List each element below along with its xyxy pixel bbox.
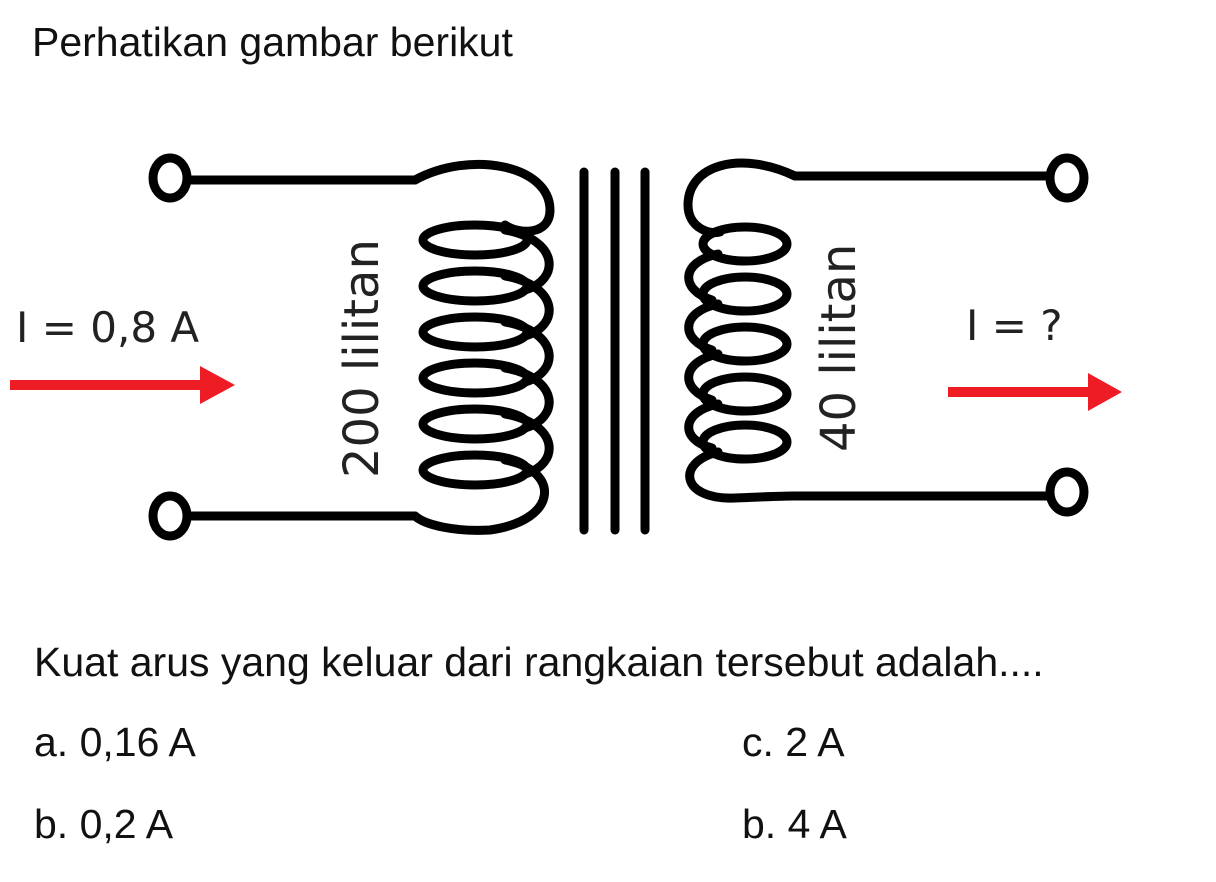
option-c[interactable]: c. 2 A — [742, 719, 845, 765]
secondary-terminal-bottom — [1045, 467, 1089, 517]
secondary-terminal-top — [1045, 153, 1089, 203]
transformer-diagram: I = 0,8 A I = ? 200 lilitan 40 lilitan — [10, 153, 1122, 541]
question-text: Kuat arus yang keluar dari rangkaian ter… — [34, 639, 1044, 685]
secondary-coil — [683, 158, 800, 503]
option-b[interactable]: b. 0,2 A — [34, 801, 174, 847]
option-d[interactable]: b. 4 A — [742, 801, 847, 847]
primary-current-label: I = 0,8 A — [16, 303, 199, 352]
heading: Perhatikan gambar berikut — [32, 19, 513, 65]
option-a[interactable]: a. 0,16 A — [34, 719, 196, 765]
primary-turns-label: 200 lilitan — [334, 239, 390, 478]
input-current-arrow — [10, 366, 235, 404]
primary-terminal-bottom — [148, 491, 192, 541]
output-current-arrow — [948, 373, 1122, 411]
secondary-turns-label: 40 lilitan — [811, 244, 867, 452]
primary-terminal-top — [148, 153, 192, 203]
primary-coil — [410, 159, 555, 535]
secondary-current-label: I = ? — [966, 301, 1063, 350]
